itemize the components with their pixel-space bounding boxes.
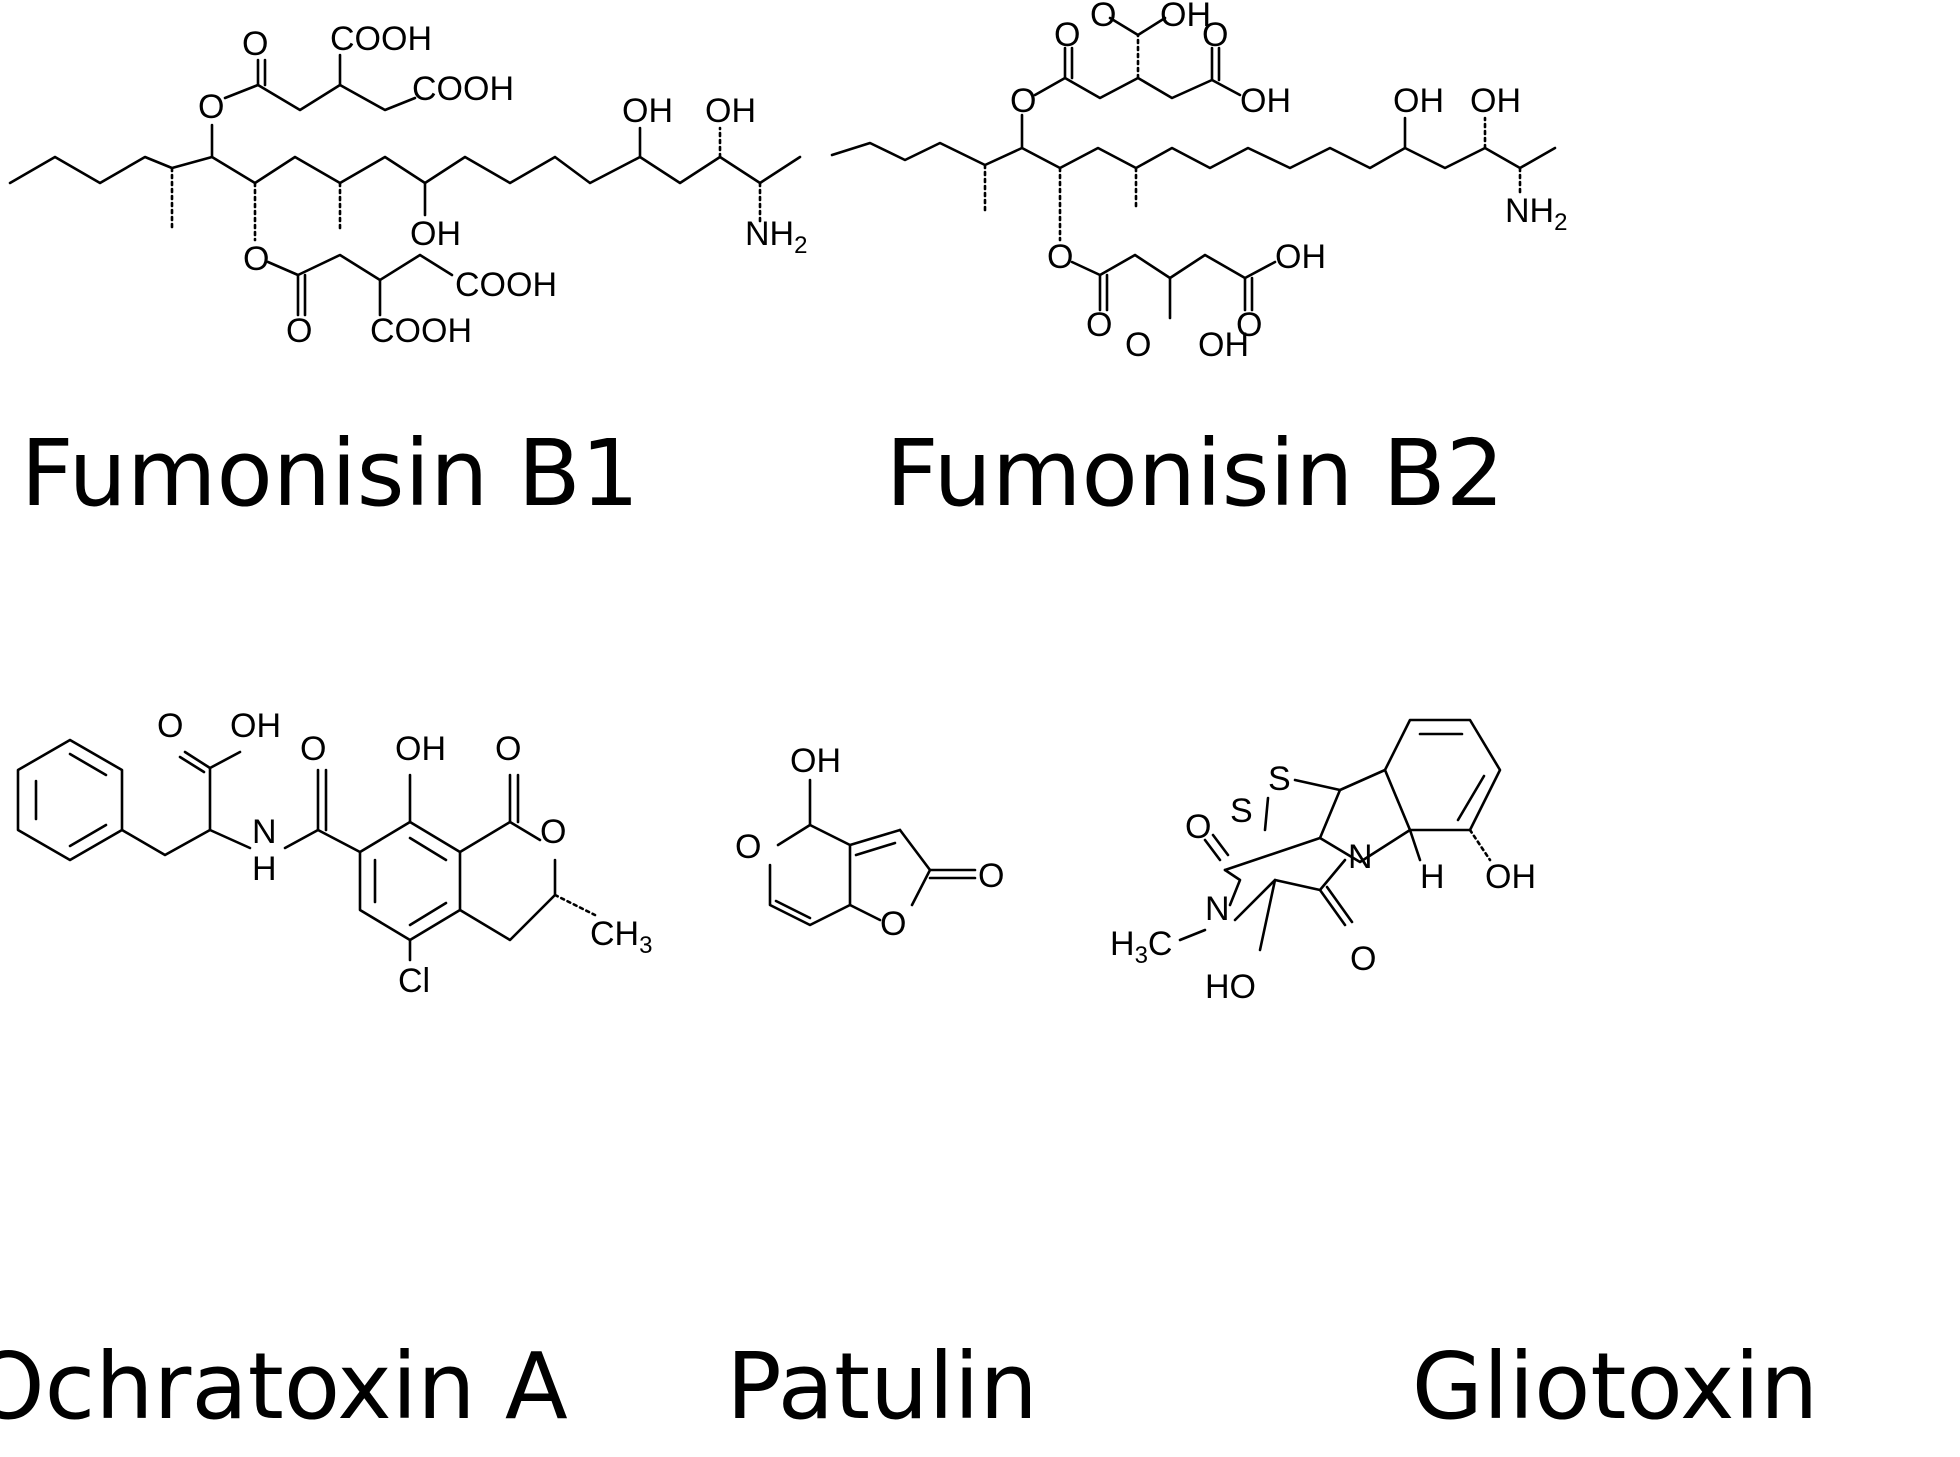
atom-label: OH [1198,326,1249,364]
atom-label: O [1350,940,1376,978]
atom-label: OH [705,92,756,130]
atom-label: OH [1275,238,1326,276]
atom-label: CH3 [590,915,652,959]
atom-label: O [1010,82,1036,120]
atom-label: COOH [330,20,432,58]
atom-label: O [1125,326,1151,364]
atom-label: O [286,312,312,350]
ochratoxin-a-structure: O OH O OH O N H O CH3 Cl Ochratoxin A [0,707,652,1440]
atom-label: OH [1470,82,1521,120]
atom-label: O [157,707,183,745]
atom-label: NH2 [745,215,807,259]
atom-label: H3C [1110,925,1172,969]
patulin-structure: OH O O O Patulin [726,742,1038,1440]
atom-label: O [1047,238,1073,276]
atom-label: OH [410,215,461,253]
atom-label: O [198,88,224,126]
atom-label: S [1268,760,1291,798]
atom-label: H [252,850,277,888]
atom-label: O [978,857,1004,895]
atom-label: O [242,25,268,63]
compound-name: Gliotoxin [1412,1333,1819,1440]
compound-name: Fumonisin B2 [886,420,1505,527]
atom-label: O [495,730,521,768]
atom-label: O [243,240,269,278]
atom-label: O [1054,16,1080,54]
atom-label: N [252,813,277,851]
fumonisin-b1-structure: O COOH COOH O OH OH OH O COOH O COOH NH2… [8,20,807,527]
atom-label: O [880,905,906,943]
compound-name: Fumonisin B1 [21,420,640,527]
atom-label: O [1236,306,1262,344]
atom-label: OH [1393,82,1444,120]
atom-label: OH [1485,858,1536,896]
atom-label: H [1420,858,1445,896]
atom-label: COOH [370,312,472,350]
atom-label: O [300,730,326,768]
atom-label: O [735,828,761,866]
atom-label: OH [1240,82,1291,120]
atom-label: COOH [412,70,514,108]
atom-label: HO [1205,968,1256,1006]
atom-label: Cl [398,962,430,1000]
atom-label: O [1185,808,1211,846]
atom-label: S [1230,792,1253,830]
atom-label: N [1348,838,1373,876]
atom-label: O [540,813,566,851]
atom-label: O [1090,0,1116,34]
compound-name: Ochratoxin A [0,1333,568,1440]
fumonisin-b2-structure: O OH O O O OH OH OH O OH O O O OH NH2 Fu… [830,0,1567,527]
atom-label: COOH [455,266,557,304]
atom-label: OH [230,707,281,745]
atom-label: OH [1160,0,1211,34]
atom-label: OH [622,92,673,130]
atom-label: O [1086,306,1112,344]
atom-label: O [1202,16,1228,54]
atom-label: OH [790,742,841,780]
atom-label: OH [395,730,446,768]
atom-label: N [1205,890,1230,928]
compound-name: Patulin [726,1333,1038,1440]
atom-label: NH2 [1505,192,1567,236]
gliotoxin-structure: S S O N H OH N H3C O HO Gliotoxin [1110,718,1819,1440]
